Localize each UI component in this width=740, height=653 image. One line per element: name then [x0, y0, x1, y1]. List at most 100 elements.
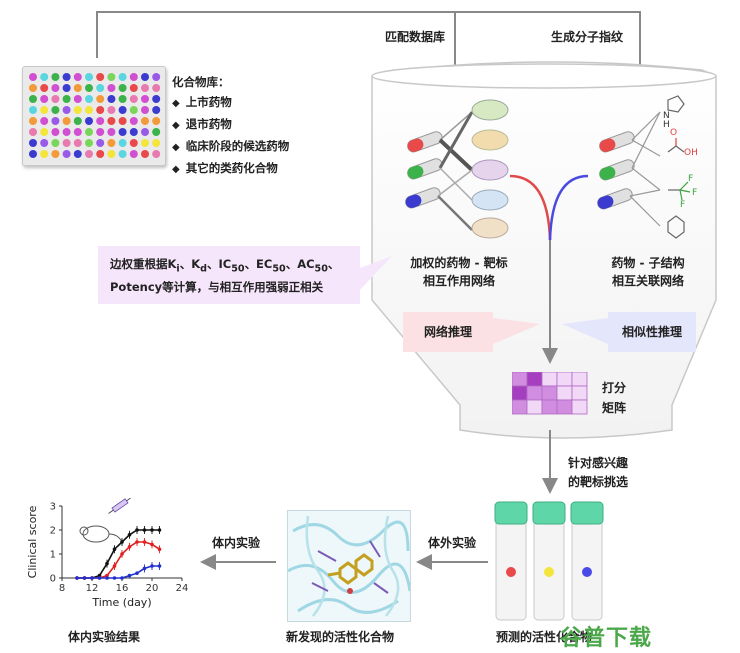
weighted-network-line1: 加权的药物 - 靶标: [410, 256, 508, 270]
matrix-cell: [512, 385, 528, 401]
series-line: [77, 565, 160, 579]
score-matrix-label: 打分 矩阵: [602, 378, 626, 418]
plate-well: [51, 95, 60, 103]
library-title: 化合物库：: [172, 75, 230, 89]
tube-dot: [582, 567, 592, 577]
weighted-network-label: 加权的药物 - 靶标 相互作用网络: [404, 254, 514, 290]
x-tick-label: 12: [86, 583, 99, 594]
candidate-tube: [494, 501, 528, 621]
plate-well: [152, 117, 161, 125]
substructure-network-line1: 药物 - 子结构: [611, 256, 685, 270]
substructure-network-line2: 相互关联网络: [611, 274, 684, 288]
oh-label: OH: [684, 148, 698, 158]
plate-well: [129, 84, 138, 92]
data-point: [150, 528, 154, 532]
plate-well: [51, 139, 60, 147]
data-point: [142, 528, 147, 532]
target-selection-line2: 的靶标挑选: [568, 475, 629, 489]
plate-well: [129, 106, 138, 114]
plate-well: [40, 95, 49, 103]
plate-well: [73, 150, 82, 158]
note-sub-ec: 50: [272, 263, 286, 275]
plate-well: [129, 150, 138, 158]
data-point: [142, 566, 147, 571]
data-point: [142, 540, 147, 544]
plate-well: [96, 150, 105, 158]
new-active-caption: 新发现的活性化合物: [286, 630, 395, 644]
plate-well: [107, 84, 116, 92]
plate-well: [141, 128, 149, 136]
plate-well: [107, 150, 116, 158]
data-point: [97, 576, 102, 580]
plate-well: [152, 84, 161, 92]
matrix-cell: [556, 372, 573, 387]
data-point: [120, 552, 124, 556]
plate-well: [129, 128, 138, 136]
note-line-1: 边权重根据Ki、Kd、IC50、EC50、AC50、: [110, 255, 360, 278]
data-point: [82, 576, 87, 580]
note-text-e: 、AC: [285, 257, 315, 271]
y-tick-label: 3: [50, 502, 56, 513]
substructure-network-label: 药物 - 子结构 相互关联网络: [598, 254, 698, 290]
x-axis-label: Time (day): [91, 596, 151, 609]
plate-well: [96, 84, 105, 92]
plate-well: [118, 106, 127, 114]
candidate-caption: 预测的活性化合物: [496, 630, 593, 644]
plate-well: [73, 84, 82, 92]
tube-cap: [532, 501, 566, 525]
plate-well: [85, 139, 93, 147]
vivo-result-caption: 体内实验结果: [68, 630, 141, 644]
matrix-cell: [571, 385, 588, 401]
note-line-2: Potency等计算，与相互作用强弱正相关: [110, 280, 324, 295]
plate-well: [40, 117, 49, 125]
data-point: [105, 576, 109, 580]
y-tick-label: 0: [50, 574, 56, 585]
plate-well: [29, 106, 37, 114]
in-vitro-label: 体外实验: [428, 536, 477, 550]
plate-well: [118, 150, 127, 158]
library-item: 上市药物: [172, 92, 289, 114]
similarity-pointer: [562, 318, 608, 344]
plate-well: [107, 73, 116, 81]
docking-image: [287, 510, 411, 622]
data-point: [157, 564, 162, 568]
candidate-tube: [532, 501, 566, 621]
data-point: [112, 576, 117, 580]
plate-well: [29, 150, 37, 158]
plate-well: [51, 150, 60, 158]
compound-plate: [22, 66, 166, 166]
matrix-cell: [526, 385, 543, 401]
site-watermark: 谷普下载: [560, 626, 653, 651]
tube-dot: [544, 567, 554, 577]
x-tick-label: 8: [59, 583, 65, 594]
plate-well: [107, 117, 116, 125]
score-matrix-label-line1: 打分: [602, 381, 627, 395]
data-point: [127, 545, 132, 549]
note-sub-ac: 50: [314, 263, 328, 275]
plate-well: [62, 73, 71, 81]
matrix-cell: [556, 385, 573, 401]
weighted-network-line2: 相互作用网络: [422, 274, 495, 288]
data-point: [127, 573, 132, 578]
plate-well: [152, 150, 161, 158]
data-point: [135, 540, 139, 544]
plate-well: [96, 95, 105, 103]
plate-well: [29, 95, 37, 103]
plate-well: [141, 150, 149, 158]
plate-well: [129, 117, 138, 125]
plate-well: [29, 139, 37, 147]
data-point: [157, 528, 162, 532]
plate-well: [152, 95, 161, 103]
nh-label: N H: [663, 111, 670, 130]
edge-weight-note: 边权重根据Ki、Kd、IC50、EC50、AC50、 Potency等计算，与相…: [98, 246, 360, 304]
plate-well: [107, 95, 116, 103]
matrix-cell: [541, 399, 558, 415]
note-text-a: 边权重根据K: [110, 257, 177, 271]
plate-well: [129, 95, 138, 103]
candidate-tube: [570, 501, 604, 621]
matrix-cell: [541, 385, 558, 401]
plate-well: [62, 128, 71, 136]
library-item: 其它的类药化合物: [172, 158, 289, 180]
library-item: 退市药物: [172, 114, 289, 136]
matrix-cell: [541, 372, 558, 387]
